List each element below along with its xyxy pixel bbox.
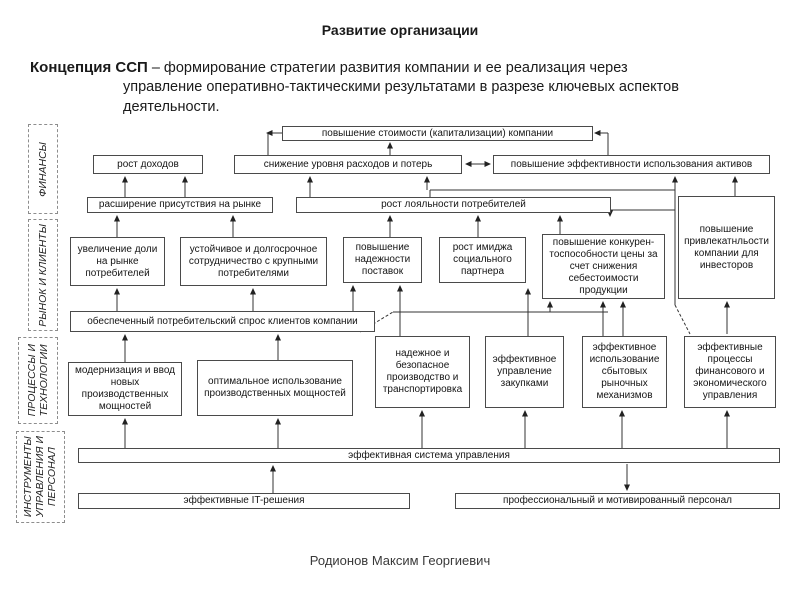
node-investor-attractiveness: повышение привлекатнльости компании для … xyxy=(678,196,775,299)
node-safe-production-transport: надежное и безопасное производство и тра… xyxy=(375,336,470,408)
node-financial-economic-processes: эффективные процессы финансового и эконо… xyxy=(684,336,776,408)
category-processes-technologies: ПРОЦЕССЫ И ТЕХНОЛОГИИ xyxy=(18,337,58,424)
node-market-presence-expansion: расширение присутствия на рынке xyxy=(87,197,273,213)
concept-lead: Концепция ССП xyxy=(30,59,148,76)
category-finance: ФИНАНСЫ xyxy=(28,124,58,214)
node-sales-market-mechanisms: эффективное использование сбытовых рыноч… xyxy=(582,336,667,408)
node-large-customers-cooperation: устойчивое и долгосрочное сотрудничество… xyxy=(180,237,327,286)
concept-paragraph: Концепция ССП – формирование стратегии р… xyxy=(30,58,800,117)
category-market-clients: РЫНОК И КЛИЕНТЫ xyxy=(28,219,58,331)
node-cost-reduction: снижение уровня расходов и потерь xyxy=(234,155,462,174)
node-market-share-increase: увеличение доли на рынке потребителей xyxy=(70,237,165,286)
node-asset-efficiency: повышение эффективности использования ак… xyxy=(493,155,770,174)
category-tools-personnel: ИНСТРУМЕНТЫ УПРАВЛЕНИЯ И ПЕРСОНАЛ xyxy=(16,431,65,523)
node-social-partner-image: рост имиджа социального партнера xyxy=(439,237,526,283)
concept-body: – формирование стратегии развития компан… xyxy=(123,60,679,115)
page-title: Развитие организации xyxy=(321,22,479,38)
node-revenue-growth: рост доходов xyxy=(93,155,203,174)
node-capacity-utilization: оптимальное использование производственн… xyxy=(197,360,353,416)
node-procurement-management: эффективное управление закупками xyxy=(485,336,564,408)
node-it-solutions: эффективные IT-решения xyxy=(78,493,410,509)
author-footer: Родионов Максим Георгиевич xyxy=(309,553,491,568)
node-secured-customer-demand: обеспеченный потребительский спрос клиен… xyxy=(70,311,375,332)
node-company-capitalization: повышение стоимости (капитализации) комп… xyxy=(282,126,593,141)
node-customer-loyalty-growth: рост лояльности потребителей xyxy=(296,197,611,213)
node-capacity-modernization: модернизация и ввод новых производственн… xyxy=(68,362,182,416)
node-effective-management-system: эффективная система управления xyxy=(78,448,780,463)
node-supply-reliability: повышение надежности поставок xyxy=(343,237,422,283)
node-price-competitiveness: повышение конкурен-тоспособности цены за… xyxy=(542,234,665,299)
node-professional-staff: профессиональный и мотивированный персон… xyxy=(455,493,780,509)
